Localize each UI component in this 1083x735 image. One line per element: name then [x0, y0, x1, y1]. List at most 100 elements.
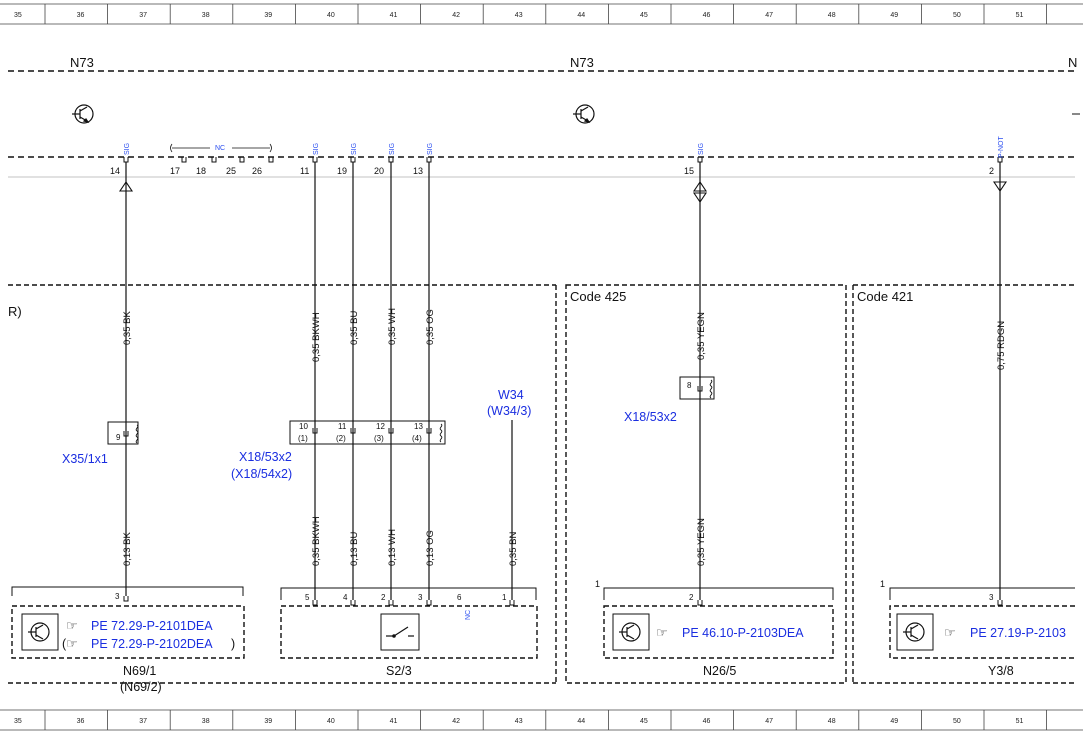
ruler-column-label: 40 [327, 12, 335, 19]
ruler-column-label: 35 [14, 12, 22, 19]
pin-label: 13 [413, 166, 423, 176]
wire-label: 0,35 BN [508, 532, 519, 566]
wire-label: 0,13 WH [387, 529, 398, 566]
ruler-column-label: 41 [390, 718, 398, 725]
wire-label: 0,35 YEGN [696, 312, 707, 360]
component-n26 [603, 587, 834, 659]
connector-label-x18-alt: (X18/54x2) [231, 467, 292, 481]
pin-label: 19 [337, 166, 347, 176]
signal-label: SIG [389, 143, 396, 155]
ruler-column-label: 51 [1016, 718, 1024, 725]
component-pin: 2 [381, 593, 386, 602]
pointing-hand-icon: ☞ [944, 625, 956, 640]
switch-icon [386, 626, 414, 638]
n73-module [8, 70, 1075, 178]
component-pin: 5 [305, 593, 310, 602]
component-pin: 3 [418, 593, 423, 602]
wire-label: 0,35 BU [349, 311, 360, 345]
connector-pin: 9 [116, 433, 121, 442]
code-421-label: Code 421 [857, 289, 913, 304]
reference-link[interactable]: PE 72.29-P-2102DEA [91, 637, 213, 651]
pin-label: 11 [300, 166, 309, 176]
ruler-column-label: 39 [264, 12, 272, 19]
wire-label: 0,35 BKWH [311, 516, 322, 566]
ruler-column-label: 40 [327, 718, 335, 725]
wire-label: 0,13 BK [122, 532, 133, 566]
ruler-column-label: 37 [139, 12, 147, 19]
connector-label-x35: X35/1x1 [62, 452, 108, 466]
ecu-symbol-icon [903, 622, 925, 642]
module-label-right: N [1068, 55, 1077, 70]
pin-label: 26 [252, 166, 262, 176]
reference-link[interactable]: PE 27.19-P-2103 [970, 626, 1066, 640]
wire-label: 0,75 RDGN [996, 321, 1007, 370]
wire-label: 0,35 BK [122, 311, 133, 345]
signal-label: P-NOT [998, 136, 1005, 159]
component-s2 [280, 587, 538, 659]
component-name-y3: Y3/8 [988, 664, 1014, 678]
component-pin: 4 [343, 593, 348, 602]
wires [125, 162, 1001, 600]
signal-label: SIG [427, 143, 434, 155]
reference-open-paren: ( [62, 637, 67, 651]
connector-pin-alt: (2) [336, 434, 346, 443]
pin-label: 17 [170, 166, 180, 176]
connector-x18-main [289, 420, 446, 445]
ruler-column-label: 44 [577, 718, 585, 725]
ruler-column-label: 36 [77, 718, 85, 725]
ruler-column-label: 47 [765, 12, 773, 19]
ground-label-w34-alt: (W34/3) [487, 404, 531, 418]
connector-pin-alt: (1) [298, 434, 308, 443]
pin-label: 20 [374, 166, 384, 176]
ruler-column-label: 48 [828, 12, 836, 19]
ecu-symbol-icon [72, 104, 94, 124]
reference-link[interactable]: PE 46.10-P-2103DEA [682, 626, 804, 640]
arrow-down-icon [992, 181, 1008, 192]
connector-pin: 8 [687, 381, 692, 390]
signal-label: SIG [124, 143, 131, 155]
ruler-column-label: 45 [640, 718, 648, 725]
ecu-symbol-icon [573, 104, 595, 124]
connector-label-x18b: X18/53x2 [624, 410, 677, 424]
connector-pin: 11 [338, 422, 347, 431]
ruler-column-label: 41 [390, 12, 398, 19]
wire-label: 0,35 BKWH [311, 312, 322, 362]
module-label-mid: N73 [570, 55, 594, 70]
ecu-symbol-icon [28, 622, 50, 642]
ruler-column-label: 47 [765, 718, 773, 725]
pin-label: 2 [989, 166, 994, 176]
ruler-column-label: 50 [953, 718, 961, 725]
ruler-column-label: 38 [202, 718, 210, 725]
wire-label: 0,35 WH [387, 308, 398, 345]
ruler-column-label: 36 [77, 12, 85, 19]
nc-bracket [170, 143, 272, 153]
ruler-column-label: 45 [640, 12, 648, 19]
connector-pin: 13 [414, 422, 423, 431]
ruler-column-label: 35 [14, 718, 22, 725]
component-name-n26: N26/5 [703, 664, 736, 678]
component-pin: 3 [115, 592, 120, 601]
ecu-symbol-icon [619, 622, 641, 642]
ruler-column-label: 42 [452, 12, 460, 19]
pointing-hand-icon: ☞ [656, 625, 668, 640]
nc-label: NC [465, 610, 472, 620]
nc-label: NC [215, 145, 225, 152]
wire-label: 0,13 OG [425, 530, 436, 566]
connector-pin-alt: (3) [374, 434, 384, 443]
connector-pin: 10 [299, 422, 308, 431]
component-name-n69: N69/1 [123, 664, 156, 678]
pin-label: 25 [226, 166, 236, 176]
signal-label: SIG [698, 143, 705, 155]
ruler-column-label: 39 [264, 718, 272, 725]
code-425-label: Code 425 [570, 289, 626, 304]
reference-link[interactable]: PE 72.29-P-2101DEA [91, 619, 213, 633]
connector-pin-alt: (4) [412, 434, 422, 443]
ruler-column-label: 42 [452, 718, 460, 725]
ruler-column-label: 46 [703, 12, 711, 19]
pointing-hand-icon: ☞ [66, 636, 78, 651]
pointing-hand-icon: ☞ [66, 618, 78, 633]
component-y3 [889, 587, 1075, 659]
component-pin: 6 [457, 593, 462, 602]
